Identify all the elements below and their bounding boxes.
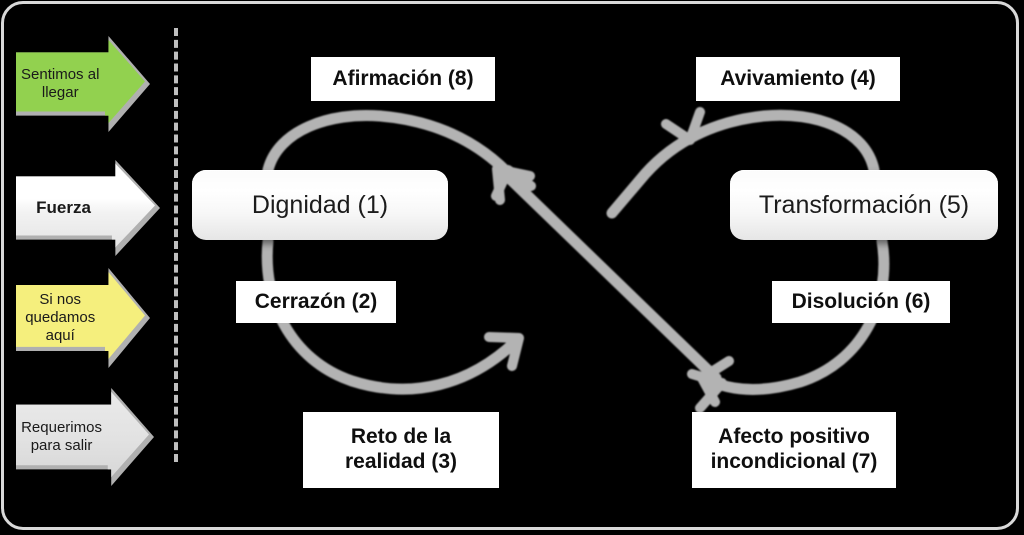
stage-text-reto-line1: Reto de la (350, 425, 452, 449)
arrowhead-diagonal-lower-right (687, 369, 727, 413)
node-dignidad[interactable]: Dignidad (1) (192, 170, 448, 240)
legend-label-si-nos-quedamos: Si nos quedamos aquí (25, 291, 96, 344)
stage-label-afecto-positivo: Afecto positivo incondicional (7) (692, 412, 896, 488)
stage-text-disolucion: Disolución (6) (791, 289, 931, 313)
connector-diagonal-double-arrow (497, 166, 722, 384)
legend-label-sentimos: Sentimos al llegar (21, 66, 100, 101)
legend-label-requerimos: Requerimos para salir (21, 419, 102, 454)
stage-text-avivamiento: Avivamiento (4) (720, 66, 876, 90)
stage-label-afirmacion: Afirmación (8) (311, 57, 495, 101)
stage-text-afecto-line2: incondicional (7) (710, 450, 878, 473)
stage-label-reto-de-la-realidad: Reto de la realidad (3) (303, 412, 499, 488)
stage-label-cerrazon: Cerrazón (2) (236, 281, 396, 323)
stage-text-afirmacion: Afirmación (8) (332, 66, 474, 90)
node-label-dignidad: Dignidad (1) (251, 190, 389, 219)
arrowhead-left-lower (484, 332, 524, 371)
legend-label-fuerza: Fuerza (36, 197, 91, 217)
stage-label-disolucion: Disolución (6) (772, 281, 950, 323)
stage-text-afecto-line1: Afecto positivo (718, 425, 870, 449)
section-divider-dashed (174, 28, 178, 462)
stage-text-cerrazon: Cerrazón (2) (254, 289, 378, 313)
connector-left-upper-arc (262, 109, 513, 178)
stage-label-avivamiento: Avivamiento (4) (696, 57, 900, 101)
connector-right-upper-arc (606, 109, 880, 219)
stage-text-reto-line2: realidad (3) (344, 450, 458, 473)
arrowhead-right-upper (661, 107, 705, 145)
arrowhead-diagonal-upper-left (492, 164, 535, 205)
node-label-transformacion: Transformación (5) (758, 190, 970, 219)
node-transformacion[interactable]: Transformación (5) (730, 170, 998, 240)
